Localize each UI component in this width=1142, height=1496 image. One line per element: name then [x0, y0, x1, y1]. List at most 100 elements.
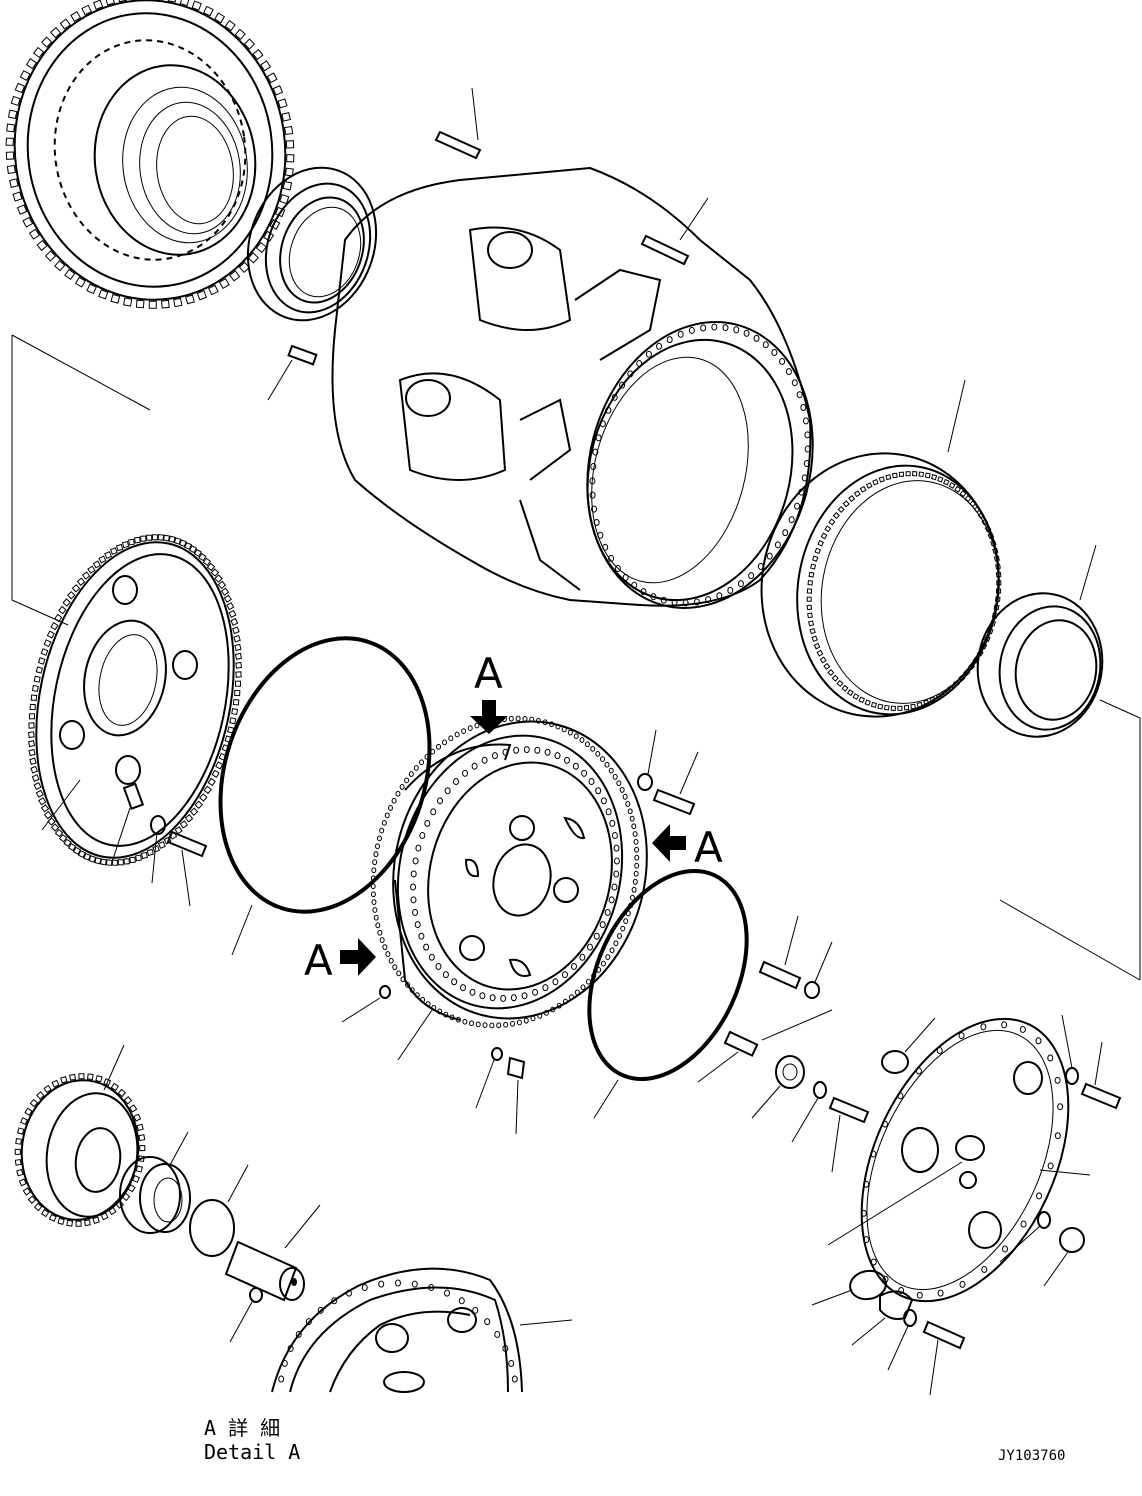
ringTeeth-mark	[897, 705, 903, 711]
teeth2-mark	[193, 548, 202, 558]
hubHoles-mark	[502, 748, 509, 756]
planetTeeth-mark	[24, 1107, 33, 1116]
ringTeeth-mark	[952, 679, 960, 687]
teeth2-mark	[179, 539, 187, 548]
teeth1-mark	[148, 300, 157, 309]
ringTeeth-mark	[916, 701, 923, 708]
hubTeeth-mark	[555, 723, 561, 730]
planetTeeth-mark	[57, 1217, 65, 1226]
ringTeeth-mark	[827, 668, 835, 677]
part-ball	[229, 1287, 263, 1343]
hubTeeth-mark	[419, 759, 425, 766]
detailHoles-mark	[458, 1297, 465, 1305]
part-plug-small	[341, 985, 391, 1023]
teeth1-mark	[243, 38, 256, 50]
detailHoles-mark	[395, 1279, 401, 1287]
hubTeeth-mark	[622, 793, 628, 800]
ringTeeth-mark	[924, 472, 931, 479]
housingHoles-mark	[688, 326, 695, 334]
teeth1-mark	[218, 277, 230, 289]
planetTeeth-mark	[16, 1127, 25, 1135]
teeth2-mark	[28, 722, 35, 729]
teeth2-mark	[214, 574, 223, 583]
hubHoles-mark	[410, 870, 417, 878]
teeth2-mark	[231, 626, 240, 635]
housingHoles-mark	[711, 323, 718, 331]
teeth2-mark	[111, 859, 119, 866]
detailHoles-mark	[361, 1284, 368, 1292]
housingHoles-mark	[589, 477, 596, 485]
ringTeeth-mark	[842, 500, 850, 508]
teeth2-mark	[28, 740, 36, 748]
housingHoles-mark	[779, 357, 786, 365]
hubTeeth-mark	[515, 715, 521, 722]
teeth1-mark	[224, 20, 236, 32]
teeth2-mark	[146, 534, 153, 541]
housingHoles-mark	[627, 370, 634, 378]
ringTeeth-mark	[954, 485, 962, 493]
coverHoles-mark	[959, 1280, 966, 1288]
hubTeeth-mark	[625, 910, 631, 917]
hubTeeth-mark	[413, 765, 419, 771]
hubTeeth-mark	[561, 726, 567, 733]
housingHoles-mark	[771, 349, 778, 357]
housingHoles-mark	[595, 434, 602, 442]
hubHoles-mark	[460, 984, 467, 992]
housingHoles-mark	[804, 445, 811, 453]
ringTeeth-mark	[930, 474, 938, 481]
hubTeeth-mark	[574, 989, 580, 996]
hubTeeth-mark	[391, 797, 397, 804]
teeth1-mark	[59, 18, 71, 30]
coverHoles-mark	[1020, 1220, 1027, 1228]
hubTeeth-mark	[631, 886, 637, 893]
hubTeeth-mark	[543, 1010, 549, 1016]
ringTeeth-mark	[987, 627, 994, 635]
hubTeeth-mark	[549, 721, 555, 728]
housingHoles-mark	[802, 417, 809, 425]
hubHoles-mark	[544, 748, 551, 756]
teeth2-mark	[37, 657, 46, 665]
housingHoles-mark	[660, 596, 667, 604]
ringTeeth-mark	[831, 674, 839, 682]
teeth2-mark	[71, 584, 81, 593]
teeth1-mark	[214, 12, 226, 24]
ringTeeth-mark	[958, 674, 966, 682]
hubTeeth-mark	[482, 1022, 488, 1029]
hubTeeth-mark	[436, 743, 442, 750]
teeth1-mark	[117, 0, 127, 3]
hubTeeth-mark	[579, 737, 585, 743]
planetTeeth-mark	[86, 1073, 94, 1081]
ringTeeth-mark	[832, 512, 840, 520]
planetTeeth-mark	[29, 1098, 39, 1108]
detailHoles-mark	[281, 1359, 288, 1367]
teeth2-mark	[58, 833, 68, 843]
hubTeeth-mark	[567, 729, 573, 736]
ringTeeth-mark	[808, 620, 815, 627]
teeth2-mark	[152, 845, 160, 853]
teeth2-mark	[184, 814, 194, 823]
teeth1-mark	[64, 268, 76, 280]
part-housing-bolt-right	[640, 197, 709, 266]
planetTeeth-mark	[138, 1155, 145, 1163]
hubTeeth-mark	[371, 867, 377, 874]
ringTeeth-mark	[817, 539, 825, 547]
planetTeeth-mark	[18, 1178, 27, 1187]
hubHoles-mark	[611, 832, 618, 840]
teeth2-mark	[31, 774, 40, 783]
coverHoles-mark	[870, 1258, 877, 1266]
teeth2-mark	[210, 568, 220, 577]
planetTeeth-mark	[66, 1219, 74, 1227]
teeth1-mark	[272, 85, 284, 96]
hubTeeth-mark	[595, 750, 601, 757]
housingHoles-mark	[785, 368, 792, 376]
hubTeeth-mark	[409, 987, 415, 994]
teeth2-mark	[226, 602, 235, 611]
hubTeeth-mark	[550, 1006, 556, 1013]
ringTeeth-mark	[987, 532, 995, 540]
ringTeeth-mark	[912, 471, 918, 477]
hubTeeth-mark	[633, 838, 639, 845]
hubTeeth-mark	[400, 976, 406, 983]
drawing-code: JY103760	[998, 1448, 1066, 1464]
housingHoles-mark	[591, 505, 598, 513]
ringTeeth-mark	[973, 505, 981, 514]
